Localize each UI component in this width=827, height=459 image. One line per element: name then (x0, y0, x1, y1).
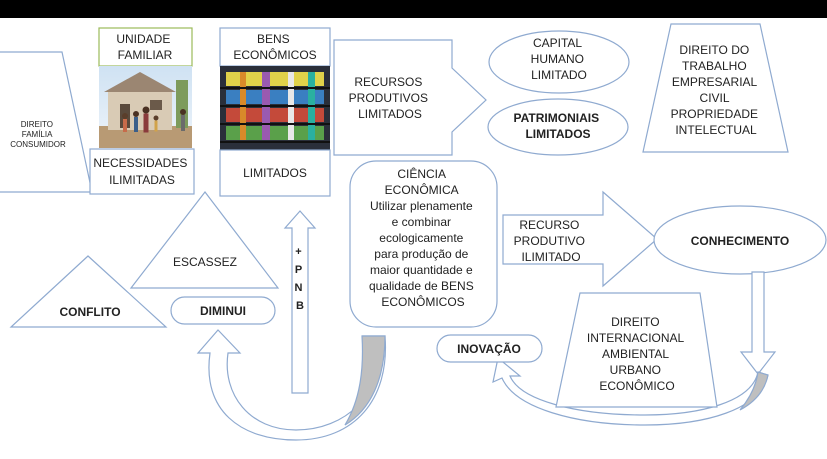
bens-economicos-box: BENS ECONÔMICOS (219, 27, 331, 67)
recursos-line-1: RECURSOS (354, 75, 422, 89)
bens-economicos-line-2: ECONÔMICOS (233, 47, 316, 62)
ciencia-line-6: para produção de (374, 247, 468, 261)
direito-internacional-shape: DIREITO INTERNACIONAL AMBIENTAL URBANO E… (555, 292, 718, 408)
conhecimento-ellipse: CONHECIMENTO (653, 205, 827, 275)
conhecimento-label: CONHECIMENTO (691, 234, 789, 248)
conflito-triangle: CONFLITO (9, 255, 168, 328)
direito-familia-shape: DIREITO FAMÍLIA CONSUMIDOR (0, 51, 93, 193)
unidade-familiar-line-2: FAMILIAR (118, 48, 173, 62)
svg-text:DIREITO FAMÍLIA CO: DIREITO FAMÍLIA CONSUMIDOR (10, 120, 66, 149)
svg-text:DIREITO DO TRABALHO: DIREITO DO TRABALHO EMPRESARIAL CIVIL PR… (671, 43, 762, 137)
direito-internacional-line-4: URBANO (610, 363, 661, 377)
bens-economicos-line-1: BENS (257, 32, 290, 46)
curved-arrow-left (196, 329, 387, 441)
family-photo (99, 66, 192, 148)
direito-familia-line-3: CONSUMIDOR (10, 140, 66, 149)
svg-text:NECESSIDADES ILIMITADAS: NECESSIDADES ILIMITADAS (93, 156, 190, 187)
capital-humano-line-2: HUMANO (531, 52, 584, 66)
unidade-familiar-box: UNIDADE FAMILIAR (98, 27, 193, 67)
capital-humano-line-1: CAPITAL (533, 36, 582, 50)
necessidades-line-1: NECESSIDADES (93, 156, 187, 170)
direito-internacional-line-2: INTERNACIONAL (587, 331, 685, 345)
direito-trabalho-line-3: EMPRESARIAL (672, 75, 758, 89)
direito-trabalho-line-4: CIVIL (700, 91, 730, 105)
diminui-pill: DIMINUI (170, 296, 276, 325)
inovacao-label: INOVAÇÃO (457, 341, 521, 356)
pnb-line-2: P (295, 264, 302, 276)
direito-trabalho-shape: DIREITO DO TRABALHO EMPRESARIAL CIVIL PR… (642, 23, 789, 153)
recursos-line-3: LIMITADOS (358, 107, 422, 121)
svg-text:CIÊNCIA ECONÔMICA: CIÊNCIA ECONÔMICA Utilizar plenamente e … (369, 166, 477, 309)
ciencia-line-7: maior quantidade e (370, 263, 473, 277)
direito-trabalho-line-6: INTELECTUAL (675, 123, 757, 137)
ciencia-line-2: ECONÔMICA (385, 182, 459, 197)
pnb-line-3: N (294, 282, 302, 294)
direito-internacional-line-3: AMBIENTAL (602, 347, 669, 361)
direito-trabalho-line-5: PROPRIEDADE (671, 107, 758, 121)
unidade-familiar-line-1: UNIDADE (116, 32, 170, 46)
svg-text:CAPITAL HUMANO LIM: CAPITAL HUMANO LIMITADO (531, 36, 588, 82)
capital-humano-ellipse: CAPITAL HUMANO LIMITADO (488, 30, 630, 94)
direito-internacional-line-5: ECONÔMICO (599, 378, 674, 393)
direito-familia-line-2: FAMÍLIA (22, 130, 53, 139)
patrimoniais-line-1: PATRIMONIAIS (514, 111, 600, 125)
recurso-ilimitado-arrow: RECURSO PRODUTIVO ILIMITADO (502, 190, 658, 288)
svg-text:RECURSO PRODUTIVO: RECURSO PRODUTIVO ILIMITADO (514, 218, 589, 264)
conflito-label: CONFLITO (59, 305, 120, 319)
escassez-triangle: ESCASSEZ (129, 191, 280, 289)
ciencia-line-4: e combinar (392, 215, 451, 229)
svg-text:UNIDADE FAMILIAR: UNIDADE FAMILIAR (116, 32, 173, 62)
recurso-ilimitado-line-2: PRODUTIVO (514, 234, 585, 248)
direito-familia-line-1: DIREITO (21, 120, 53, 129)
direito-internacional-line-1: DIREITO (611, 315, 659, 329)
inovacao-pill: INOVAÇÃO (436, 334, 543, 363)
direito-trabalho-line-1: DIREITO DO (679, 43, 749, 57)
necessidades-line-2: ILIMITADAS (109, 173, 175, 187)
curved-arrow-right (492, 271, 777, 426)
ciencia-line-3: Utilizar plenamente (370, 199, 473, 213)
store-photo (220, 66, 330, 150)
svg-text:DIREITO INTERNACIONAL: DIREITO INTERNACIONAL AMBIENTAL URBANO E… (587, 315, 687, 393)
ciencia-line-8: qualidade de BENS (369, 279, 474, 293)
diminui-label: DIMINUI (200, 304, 246, 318)
svg-text:BENS ECONÔMICOS: BENS ECONÔMICOS (233, 32, 316, 62)
pnb-line-4: B (296, 300, 304, 312)
ciencia-line-5: ecologicamente (379, 231, 463, 245)
recursos-produtivos-arrow: RECURSOS PRODUTIVOS LIMITADOS (333, 39, 487, 156)
top-bar (0, 0, 827, 18)
recurso-ilimitado-line-3: ILIMITADO (521, 250, 580, 264)
svg-text:PATRIMONIAIS LIMITADOS: PATRIMONIAIS LIMITADOS (514, 111, 603, 141)
direito-trabalho-line-2: TRABALHO (682, 59, 747, 73)
ciencia-economica-box: CIÊNCIA ECONÔMICA Utilizar plenamente e … (349, 160, 498, 328)
patrimoniais-line-2: LIMITADOS (525, 127, 590, 141)
limitados-label: LIMITADOS (243, 166, 307, 180)
necessidades-box: NECESSIDADES ILIMITADAS (89, 148, 195, 195)
pnb-line-1: + (295, 246, 301, 258)
ciencia-line-1: CIÊNCIA (397, 166, 446, 181)
svg-text:+ P N B: + P N B (294, 246, 305, 312)
recurso-ilimitado-line-1: RECURSO (519, 218, 579, 232)
patrimoniais-ellipse: PATRIMONIAIS LIMITADOS (487, 98, 629, 156)
recursos-line-2: PRODUTIVOS (349, 91, 428, 105)
limitados-box: LIMITADOS (219, 149, 331, 197)
svg-text:RECURSOS PRODUTIVOS: RECURSOS PRODUTIVOS LIMITADOS (349, 75, 432, 121)
pnb-up-arrow: + P N B (283, 210, 317, 394)
ciencia-line-9: ECONÔMICOS (381, 294, 464, 309)
capital-humano-line-3: LIMITADO (531, 68, 587, 82)
escassez-label: ESCASSEZ (173, 255, 237, 269)
